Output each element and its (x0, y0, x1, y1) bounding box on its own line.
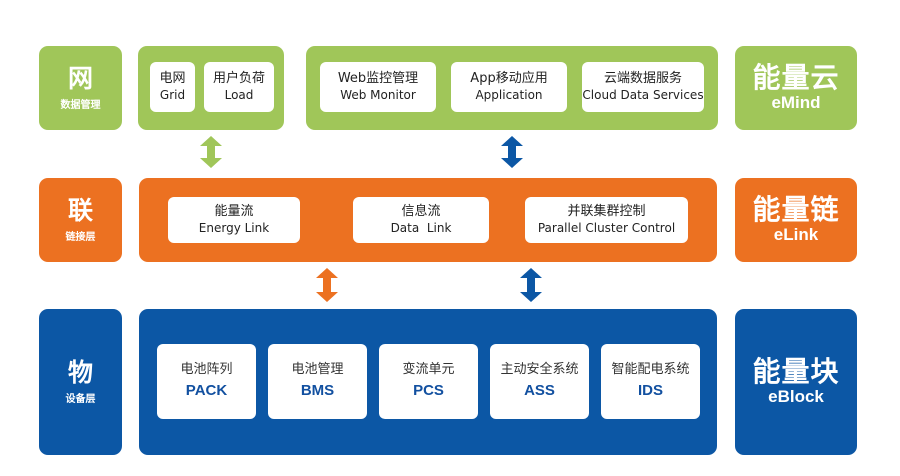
card-cn: 信息流 (401, 204, 441, 220)
card-application: App移动应用 Application (451, 62, 567, 112)
arrow-data-link-blue (501, 136, 523, 168)
card-cn: 云端数据服务 (603, 71, 682, 87)
card-data-link: 信息流 Data Link (353, 197, 489, 243)
card-en: Parallel Cluster Control (537, 220, 676, 235)
layer-char: 网 (67, 63, 93, 93)
brand-cn: 能量云 (752, 61, 840, 95)
card-en: Energy Link (198, 220, 270, 235)
card-pack: 电池阵列 PACK (157, 344, 256, 419)
layer-char: 物 (67, 357, 93, 387)
software-group: Web监控管理 Web Monitor App移动应用 Application … (306, 46, 718, 130)
brand-emind: 能量云 eMind (735, 46, 857, 130)
card-ass: 主动安全系统 ASS (490, 344, 589, 419)
brand-cn: 能量链 (752, 193, 840, 227)
brand-cn: 能量块 (752, 355, 840, 389)
link-group: 能量流 Energy Link 信息流 Data Link 并联集群控制 Par… (139, 178, 717, 262)
brand-en: eLink (773, 225, 819, 245)
brand-eblock: 能量块 eBlock (735, 309, 857, 455)
card-en: Application (475, 87, 543, 102)
layer-sub: 链接层 (65, 232, 96, 244)
layer-label-link: 联 链接层 (39, 178, 122, 262)
grid-load-group: 电网 Grid 用户负荷 Load (138, 46, 284, 130)
card-cn: 智能配电系统 (611, 362, 690, 377)
arrow-data-link-green (200, 136, 222, 168)
card-code: BMS (300, 382, 335, 400)
card-web-monitor: Web监控管理 Web Monitor (320, 62, 436, 112)
card-parallel-cluster-control: 并联集群控制 Parallel Cluster Control (525, 197, 688, 243)
layer-char: 联 (67, 195, 93, 225)
layer-label-device: 物 设备层 (39, 309, 122, 455)
card-en: Web Monitor (340, 87, 416, 102)
card-cn: 用户负荷 (212, 71, 265, 87)
brand-elink: 能量链 eLink (735, 178, 857, 262)
card-cn: 变流单元 (402, 362, 455, 377)
card-code: PACK (185, 382, 228, 400)
card-pcs: 变流单元 PCS (379, 344, 478, 419)
card-en: Data Link (390, 220, 452, 235)
brand-en: eMind (771, 93, 821, 113)
card-en: Grid (159, 87, 186, 102)
card-cn: App移动应用 (470, 71, 548, 87)
card-energy-link: 能量流 Energy Link (168, 197, 300, 243)
card-cn: 能量流 (214, 204, 254, 220)
card-cn: Web监控管理 (337, 71, 419, 87)
arrow-link-device-orange (316, 268, 338, 302)
device-group: 电池阵列 PACK 电池管理 BMS 变流单元 PCS 主动安全系统 ASS 智… (139, 309, 717, 455)
card-cn: 电池阵列 (180, 362, 233, 377)
card-cn: 主动安全系统 (500, 362, 579, 377)
card-en: Load (224, 87, 254, 102)
layer-sub: 设备层 (65, 394, 96, 406)
card-code: IDS (637, 382, 663, 400)
card-cn: 电网 (159, 71, 186, 87)
card-ids: 智能配电系统 IDS (601, 344, 700, 419)
card-load: 用户负荷 Load (204, 62, 274, 112)
layer-sub: 数据管理 (60, 100, 101, 112)
brand-en: eBlock (768, 387, 824, 407)
card-bms: 电池管理 BMS (268, 344, 367, 419)
arrow-link-device-blue (520, 268, 542, 302)
card-cloud-data-services: 云端数据服务 Cloud Data Services (582, 62, 704, 112)
card-en: Cloud Data Services (582, 87, 704, 102)
card-cn: 并联集群控制 (567, 204, 646, 220)
card-grid: 电网 Grid (150, 62, 195, 112)
card-code: ASS (524, 382, 555, 400)
layer-label-data: 网 数据管理 (39, 46, 122, 130)
card-cn: 电池管理 (291, 362, 344, 377)
card-code: PCS (413, 382, 444, 400)
